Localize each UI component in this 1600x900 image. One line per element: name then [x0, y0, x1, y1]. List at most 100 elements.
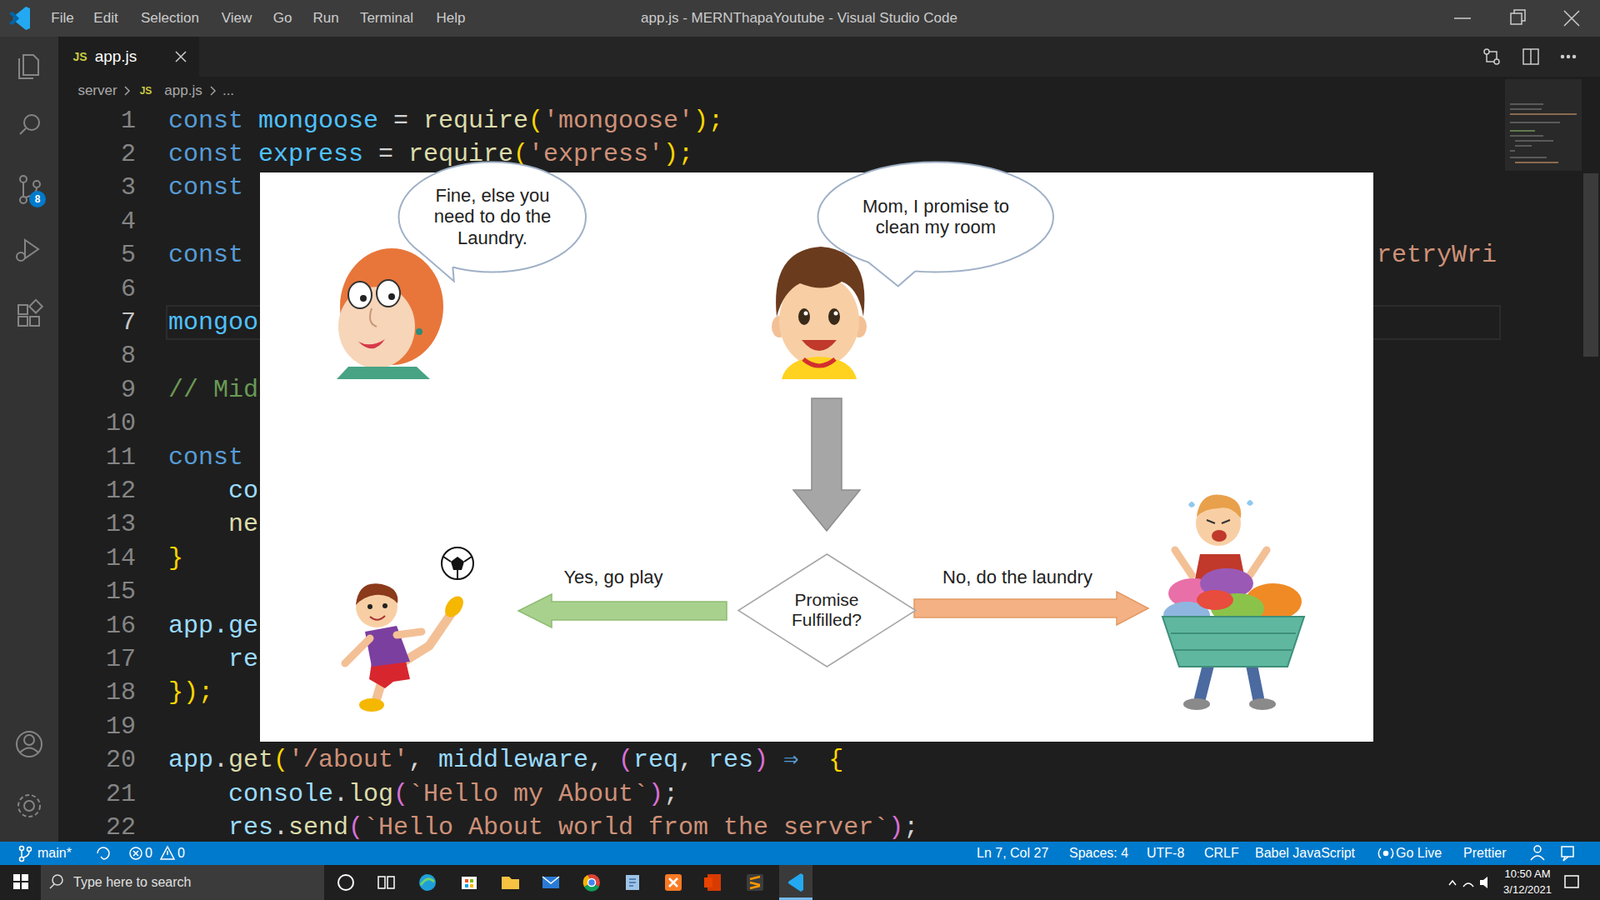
- breadcrumb: server: [77, 82, 117, 100]
- status-item: main*: [37, 845, 72, 861]
- bubble-tail: [868, 255, 919, 286]
- code-token: get: [228, 745, 274, 775]
- line-number: 17: [105, 644, 136, 675]
- line-number: 10: [105, 408, 136, 439]
- file-icon: JS: [140, 85, 153, 97]
- status-item: 0: [145, 845, 153, 861]
- code-token: ): [888, 812, 904, 843]
- code-token: }: [168, 543, 184, 574]
- code-token: res: [708, 745, 754, 775]
- code-token: ⇒: [783, 745, 799, 775]
- slide-overlay: [260, 172, 1374, 742]
- code-token: ne: [228, 509, 259, 540]
- line-number: 6: [120, 274, 136, 305]
- menu-item: Edit: [93, 10, 118, 27]
- code-token: express: [258, 139, 364, 170]
- code-token: app.ge: [168, 610, 259, 641]
- code-token: (: [528, 105, 544, 136]
- bubble-tail-line: [420, 251, 455, 281]
- line-number: 11: [105, 442, 136, 473]
- line-number: 14: [105, 543, 136, 574]
- line-number: 1: [120, 105, 136, 136]
- menu-item: Run: [312, 10, 339, 27]
- window-title: app.js - MERNThapaYoutube - Visual Studi…: [640, 10, 958, 27]
- node-text: Fine, else you need to do the Laundry.: [430, 185, 555, 249]
- code-token: ,: [678, 745, 694, 775]
- code-token: 'express': [528, 139, 664, 170]
- code-token: // Mid: [168, 375, 259, 405]
- menu-item: File: [50, 10, 74, 27]
- breadcrumb: ...: [222, 82, 235, 100]
- line-number: 8: [120, 340, 136, 371]
- menu-item: Selection: [140, 10, 200, 27]
- node-text: Promise Fulfilled?: [772, 590, 881, 630]
- code-token: require: [423, 105, 529, 136]
- soccer-kid-illustration: [345, 547, 474, 712]
- code-token: 'mongoose': [543, 105, 694, 136]
- line-number: 15: [105, 576, 136, 607]
- line-number: 21: [105, 779, 136, 810]
- code-token: ): [648, 779, 664, 810]
- line-number: 2: [120, 139, 136, 170]
- code-token: mongoose: [258, 105, 379, 136]
- bubble-ellipse: [818, 161, 1055, 272]
- code-token: (: [618, 745, 634, 775]
- code-token: middleware: [438, 745, 589, 775]
- line-number: 4: [120, 206, 136, 237]
- bubble-tail: [420, 246, 460, 281]
- window-controls: [1454, 10, 1580, 26]
- code-token: res: [228, 812, 274, 843]
- node-label: Mom, I promise to clean my room: [856, 195, 1015, 239]
- code-token: re: [228, 644, 259, 675]
- line-number: 13: [105, 509, 136, 540]
- code-token: app: [168, 745, 214, 775]
- code-token: .: [213, 745, 229, 775]
- node-label: Promise Fulfilled?: [772, 590, 881, 630]
- minimap: [1505, 79, 1599, 357]
- breadcrumb: app.js: [164, 82, 202, 100]
- code-token: const: [168, 442, 244, 473]
- code-token: );: [693, 105, 724, 136]
- status-item: Go Live: [1395, 845, 1442, 861]
- tab-title: app.js: [95, 47, 138, 67]
- code-token: ,: [588, 745, 604, 775]
- line-number: 3: [120, 172, 136, 203]
- code-token: ;: [903, 812, 919, 843]
- code-token: ): [753, 745, 769, 775]
- code-token: (: [273, 745, 289, 775]
- speech-bubble: Fine, else you need to do the Laundry.: [397, 160, 588, 274]
- down-arrow: [793, 398, 860, 531]
- line-number: 9: [120, 375, 136, 405]
- node-label: Fine, else you need to do the Laundry.: [430, 185, 555, 249]
- code-token: co: [228, 475, 259, 506]
- decision-diamond: Promise Fulfilled?: [737, 553, 917, 668]
- code-token: const: [168, 240, 244, 270]
- arrow-label: No, do the laundry: [942, 566, 1093, 589]
- line-number: 18: [105, 677, 136, 708]
- vscode-logo: [9, 6, 30, 30]
- code-token: '/about': [288, 745, 409, 775]
- badge: [29, 190, 46, 208]
- code-token: =: [378, 139, 394, 170]
- yes-arrow: [518, 594, 727, 628]
- code-token: {: [828, 745, 844, 775]
- code-token: ,: [408, 745, 424, 775]
- line-number: 5: [120, 240, 136, 270]
- diamond-shape: [738, 554, 916, 667]
- code-token: .: [333, 779, 349, 810]
- menu-item: Terminal: [360, 10, 414, 27]
- line-number: 7: [120, 307, 136, 338]
- code-token: ;: [663, 779, 679, 810]
- code-token: `Hello About world from the server`: [363, 812, 889, 843]
- file-icon: JS: [72, 50, 87, 65]
- line-number: 20: [105, 745, 136, 775]
- status-item: UTF-8: [1146, 845, 1185, 861]
- laundry-kid-illustration: [1162, 495, 1305, 710]
- boy-illustration: [771, 246, 867, 380]
- date: 3/12/2021: [1503, 883, 1552, 897]
- line-number: 12: [105, 475, 136, 506]
- status-item: Spaces: 4: [1069, 845, 1129, 861]
- line-number: 22: [105, 812, 136, 843]
